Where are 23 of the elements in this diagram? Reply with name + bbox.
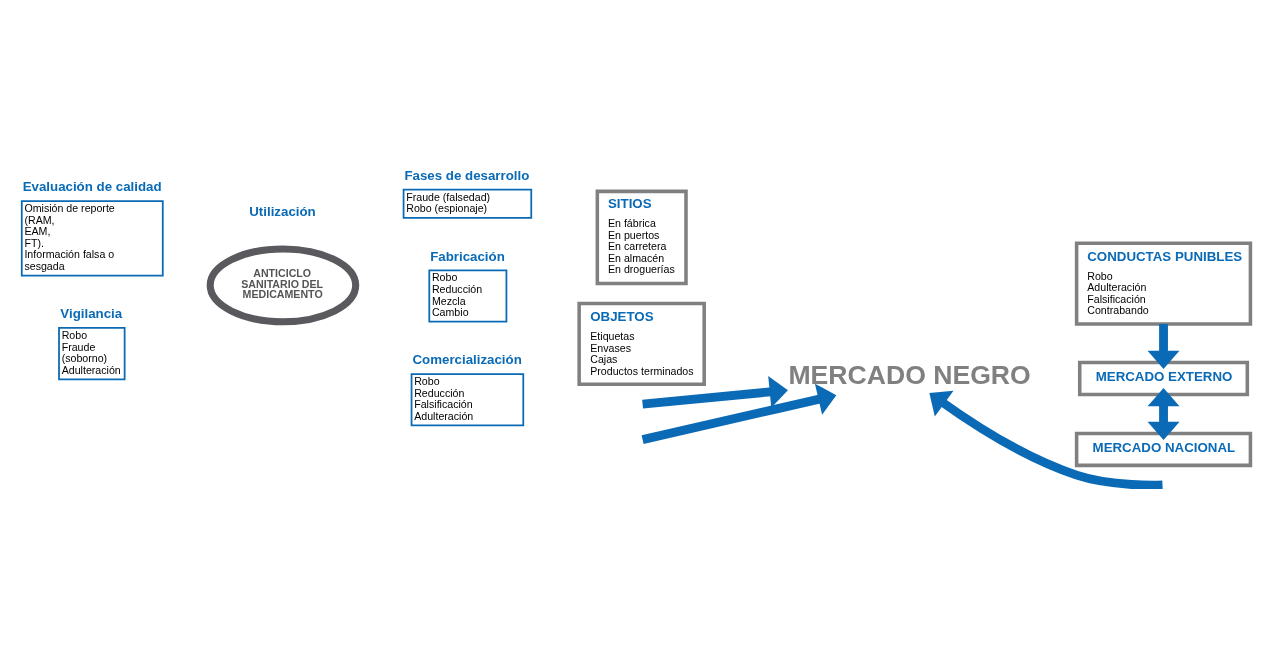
label: Utilización [249,203,316,219]
node-label: Fabricación [430,248,505,264]
node-box: MERCADO NACIONAL [1074,431,1253,467]
node-label: Fases de desarrollo [404,167,530,183]
arrow [641,383,837,444]
node-box: SITIOS En fábrica En puertos En carretera En almacén En droguerías [595,189,688,285]
arrow [1147,387,1180,440]
node-box: Robo Fraude (soborno) Adulteración [58,326,126,380]
node-box: Robo Reducción Falsificación Adulteración [410,372,525,426]
node-label: Evaluación de calidad [22,178,162,194]
arrow [642,375,788,409]
node-box: Robo Reducción Mezcla Cambio [428,268,508,323]
node-label: Comercialización [412,351,522,367]
node-box: CONDUCTAS PUNIBLES Robo Adulteración Falsificación Contrabando [1074,240,1253,326]
arrow [929,390,1163,489]
node-label: Vigilancia [60,305,123,321]
node-box: OBJETOS Etiquetas Envases Cajas Productos terminados [577,301,706,386]
node-box: Fraude (falsedad) Robo (espionaje) [402,188,533,219]
node-text: MERCADO NEGRO [788,359,1031,390]
arrow [1147,323,1180,369]
node-box: Omisión de reporte (RAM, EAM, FT). Información falsa o sesgada [20,199,164,276]
node-box: MERCADO EXTERNO [1077,360,1250,396]
node-ellipse: ANTICICLO SANITARIO DEL MEDICAMENTO [206,244,360,325]
